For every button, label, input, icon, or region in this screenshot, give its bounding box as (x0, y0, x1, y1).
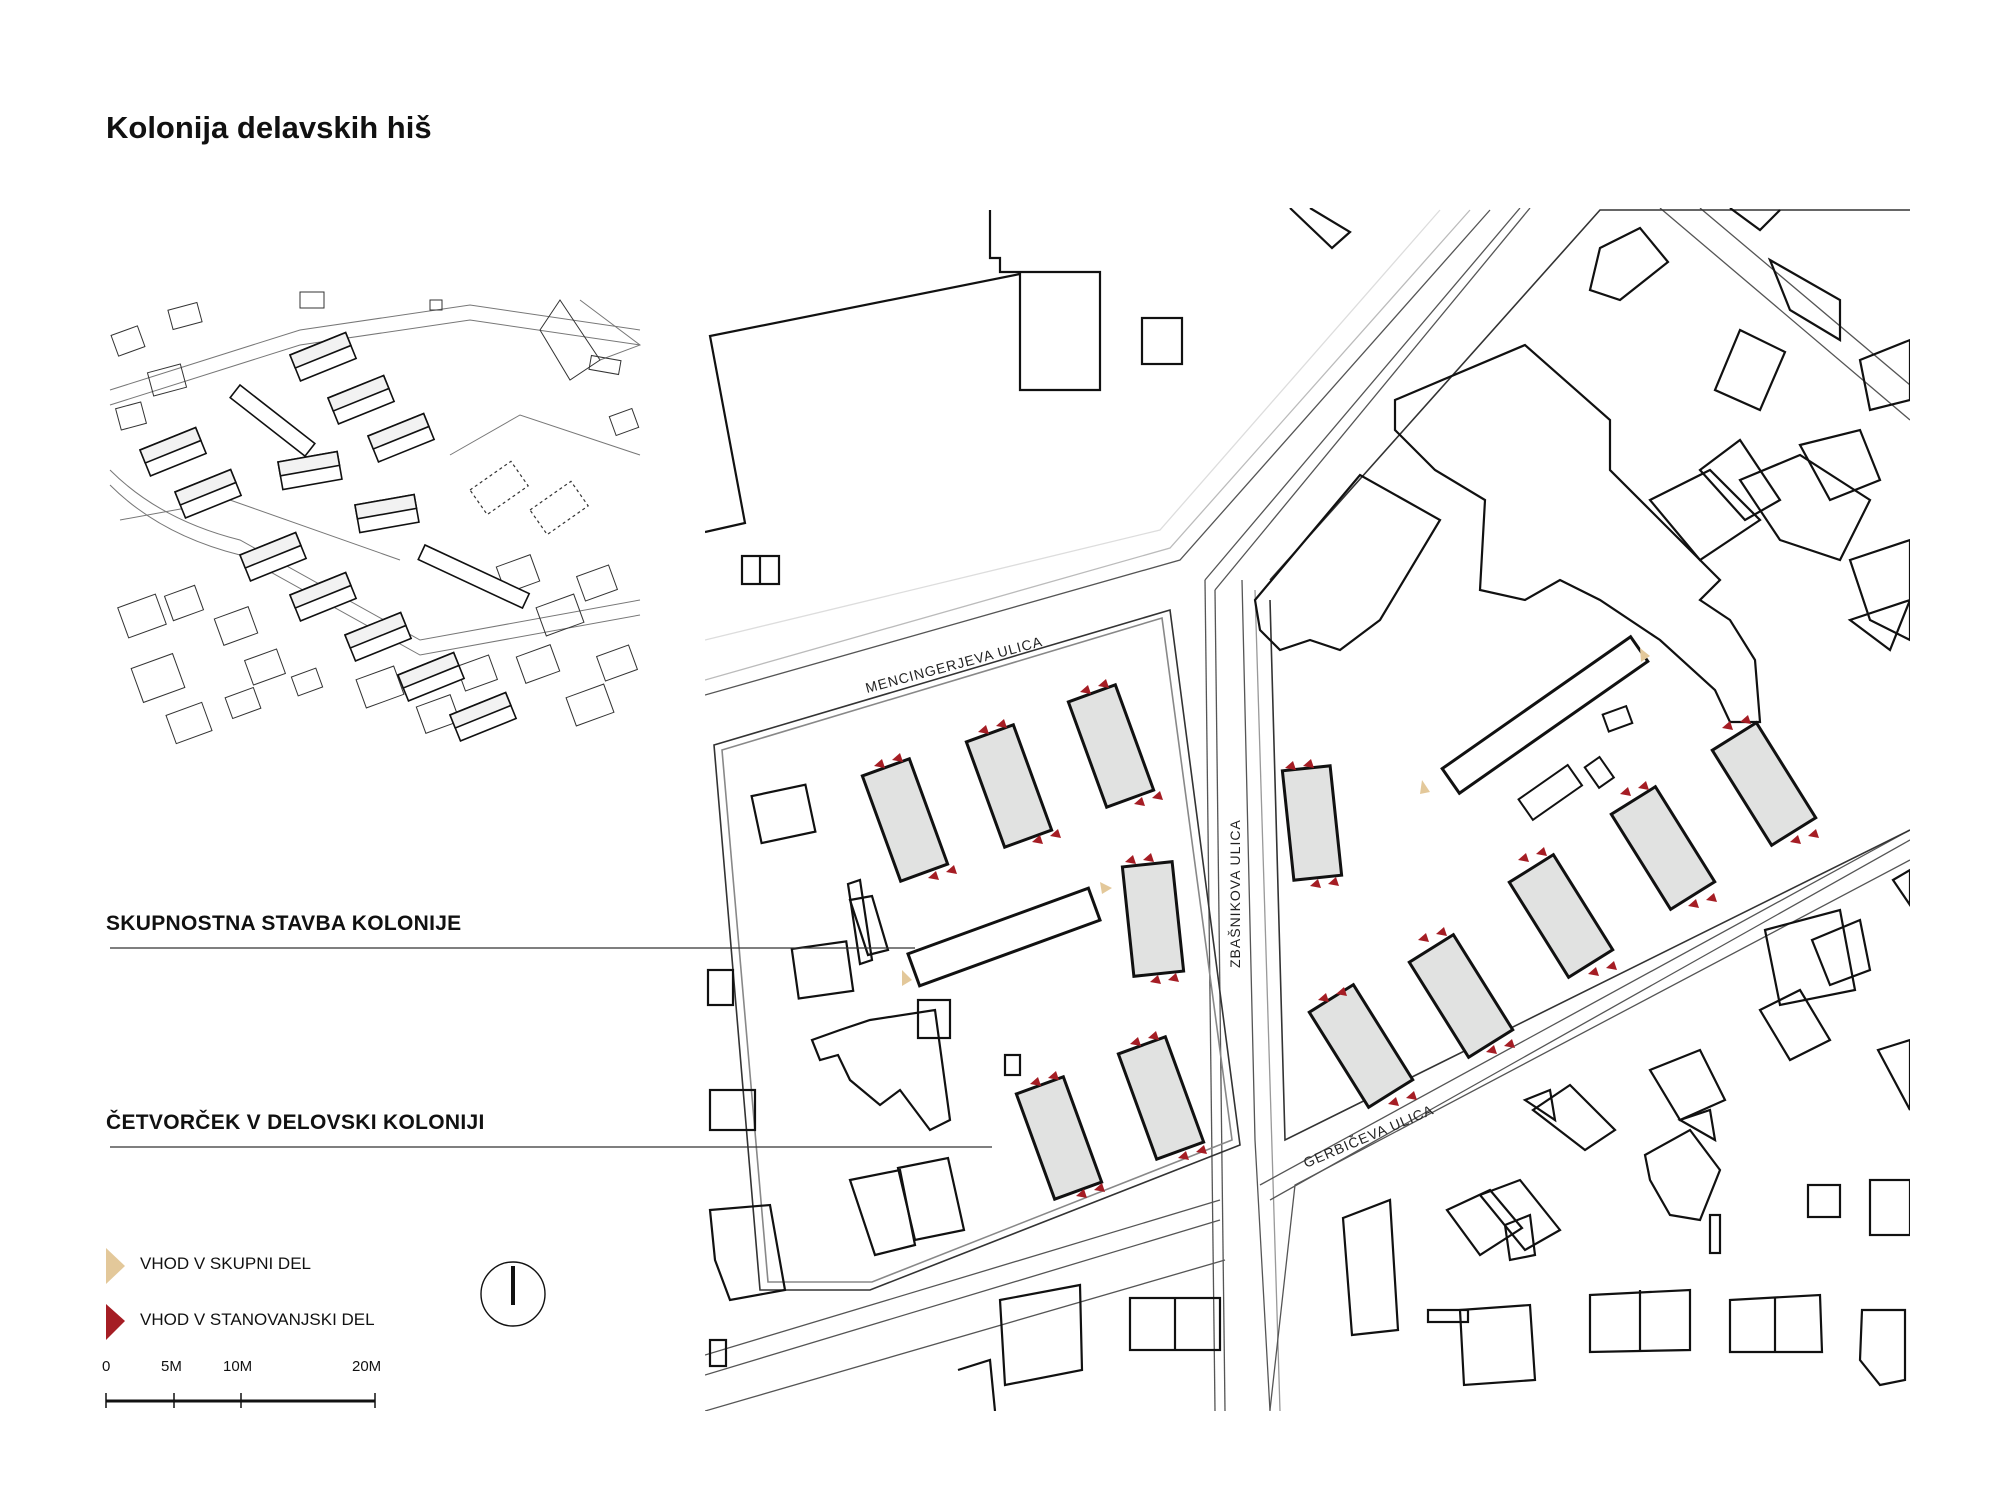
blocks (713, 209, 1910, 1291)
north-arrow-icon (480, 1261, 546, 1327)
residential-houses (860, 682, 1818, 1202)
roads (705, 208, 1910, 1411)
scale-label-0: 0 (102, 1358, 111, 1375)
common-entrance-icon (106, 1248, 125, 1284)
page-title: Kolonija delavskih hiš (106, 110, 432, 145)
legend-common-entrance: VHOD V SKUPNI DEL (140, 1254, 311, 1273)
axonometric-houses (138, 331, 531, 743)
legend-residential-entrance: VHOD V STANOVANJSKI DEL (140, 1310, 375, 1329)
scale-label-20m: 20M (352, 1358, 382, 1375)
context-buildings (705, 208, 1910, 1411)
scale-bar (105, 1393, 376, 1408)
quad-house-label: ČETVORČEK V DELOVSKI KOLONIJI (106, 1111, 485, 1134)
street-label-gerbiceva: GERBIČEVA ULICA (1301, 1101, 1436, 1170)
street-label-zbasnikova: ZBAŠNIKOVA ULICA (1227, 819, 1243, 968)
community-building-label: SKUPNOSTNA STAVBA KOLONIJE (106, 912, 462, 935)
scale-label-10m: 10M (223, 1358, 253, 1375)
common-entrance-markers (902, 648, 1650, 986)
community-building (906, 634, 1650, 988)
scale-label-5m: 5M (161, 1358, 182, 1375)
residential-entrance-icon (106, 1304, 125, 1340)
residential-entrance-markers (874, 679, 1819, 1198)
